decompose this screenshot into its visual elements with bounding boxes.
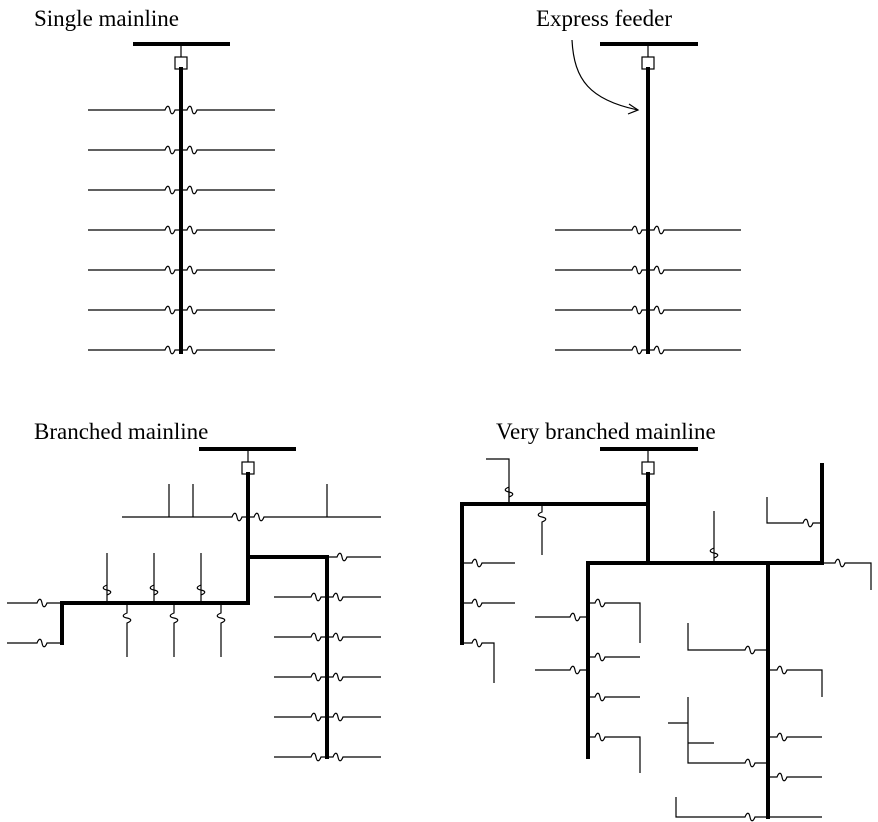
arrowhead-icon [627,103,640,115]
lateral-line [535,612,588,622]
lateral-line [88,145,275,155]
lateral-line [462,558,515,568]
panel-title-single-mainline: Single mainline [34,6,180,31]
annotation-arrow [571,39,639,111]
lateral-line [169,603,179,657]
lateral-line [88,105,275,115]
lateral-line [7,638,62,648]
lateral-line [274,712,381,722]
lateral-line [687,623,768,655]
lateral-line [768,732,822,742]
lateral-line [102,553,112,603]
mainline-branch-left [460,502,650,645]
lateral-line [537,504,547,555]
lateral-line [588,652,640,662]
lateral-line [768,772,822,782]
lateral-line [687,697,768,768]
lateral-line [88,305,275,315]
lateral-line [504,481,514,504]
lateral-line [768,665,823,697]
lateral-line [822,558,872,590]
lateral-line [88,265,275,275]
lateral-line [588,598,641,643]
lateral-line [588,732,641,773]
lateral-line [675,797,822,822]
lateral-line [88,185,275,195]
lateral-line [88,345,275,355]
lateral-line [486,458,510,481]
express-feeder-panel [555,39,741,355]
lateral-line [196,553,206,603]
lateral-line [7,598,62,608]
lateral-line [588,692,640,702]
lateral-line [555,305,741,315]
lateral-line [216,603,226,657]
lateral-line [709,511,719,563]
panel-title-express-feeder: Express feeder [536,6,673,31]
lateral-line [462,638,495,683]
very-branched-mainline-panel [460,447,872,822]
lateral-line [555,225,741,235]
lateral-line [149,553,159,603]
lateral-line [555,345,741,355]
branched-mainline-panel [7,447,381,762]
lateral-line [274,752,381,762]
single-mainline-panel [88,42,275,355]
mainline-branch-lower [586,463,824,759]
lateral-line [122,512,381,522]
lateral-line [462,598,515,608]
panel-title-very-branched-mainline: Very branched mainline [496,419,716,444]
lateral-line [555,265,741,275]
mainline [60,472,250,645]
lateral-line [274,672,381,682]
lateral-line [766,497,822,528]
lateral-line [274,632,381,642]
lateral-line [535,665,588,675]
lateral-line [274,592,381,602]
lateral-line [327,552,381,562]
mainline-branch [246,555,329,759]
lateral-line [122,603,132,657]
lateral-line [88,225,275,235]
panel-title-branched-mainline: Branched mainline [34,419,209,444]
